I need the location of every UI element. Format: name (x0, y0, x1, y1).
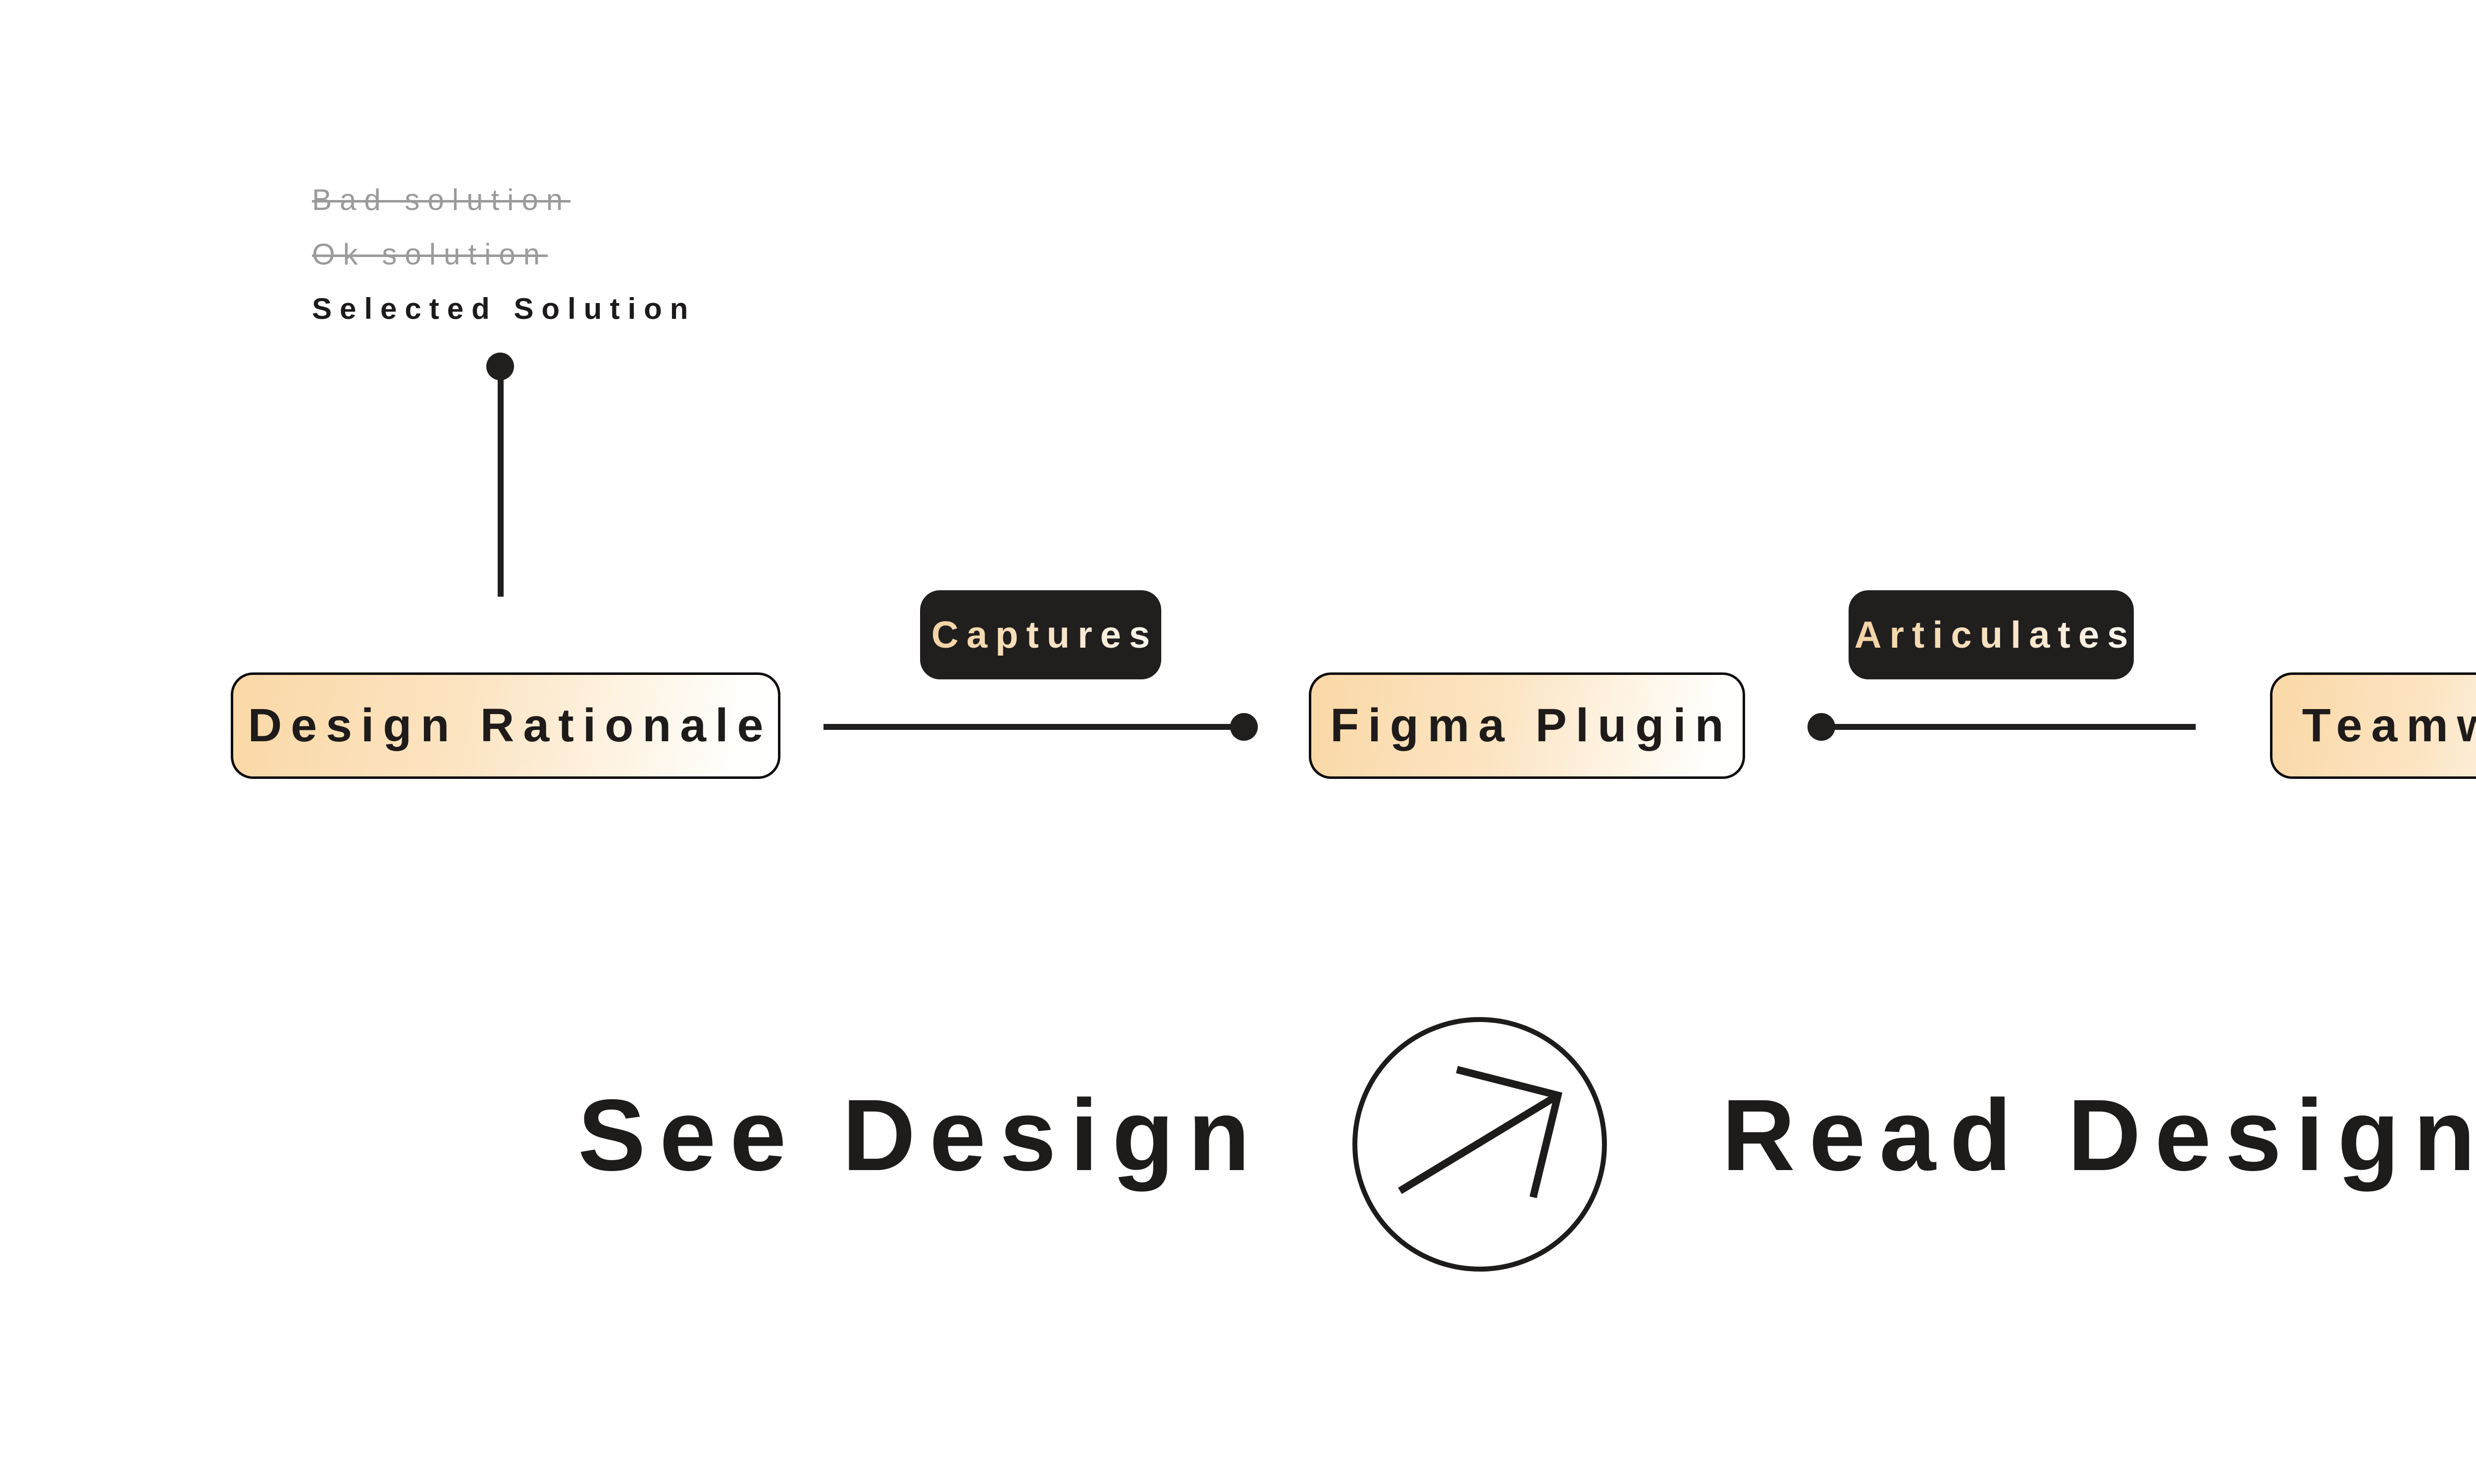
arrow-up-right-circle-icon (1352, 1017, 1607, 1272)
tagline-see-design: See Design (578, 1078, 1264, 1192)
icon-circle-outline (1352, 1017, 1607, 1272)
node-teamwork: Teamwork (2270, 672, 2476, 779)
tagline-read-design: Read Design (1722, 1078, 2476, 1192)
node-figma-plugin-label: Figma Plugin (1330, 699, 1733, 752)
icon-arrow-head (1456, 1066, 1563, 1198)
solution-list: Bad solution Ok solution Selected Soluti… (312, 173, 696, 336)
solution-item-bad: Bad solution (312, 183, 571, 216)
connector-dot-captures (1230, 713, 1258, 741)
connector-line-articulates (1827, 724, 2196, 730)
edge-pill-captures: Captures (920, 590, 1161, 679)
node-design-rationale: Design Rationale (231, 672, 780, 779)
connector-line-vertical (498, 379, 504, 597)
connector-dot-selected-solution (486, 353, 514, 380)
edge-pill-articulates-label: Articulates (1854, 614, 2136, 656)
solution-item-selected: Selected Solution (312, 292, 696, 325)
node-figma-plugin: Figma Plugin (1309, 672, 1745, 779)
edge-pill-articulates: Articulates (1849, 590, 2134, 679)
node-design-rationale-label: Design Rationale (248, 699, 773, 752)
connector-line-captures (824, 724, 1243, 730)
node-teamwork-label: Teamwork (2302, 699, 2476, 752)
solution-item-ok: Ok solution (312, 238, 548, 271)
icon-arrow-shaft (1398, 1092, 1560, 1194)
edge-pill-captures-label: Captures (931, 614, 1158, 656)
